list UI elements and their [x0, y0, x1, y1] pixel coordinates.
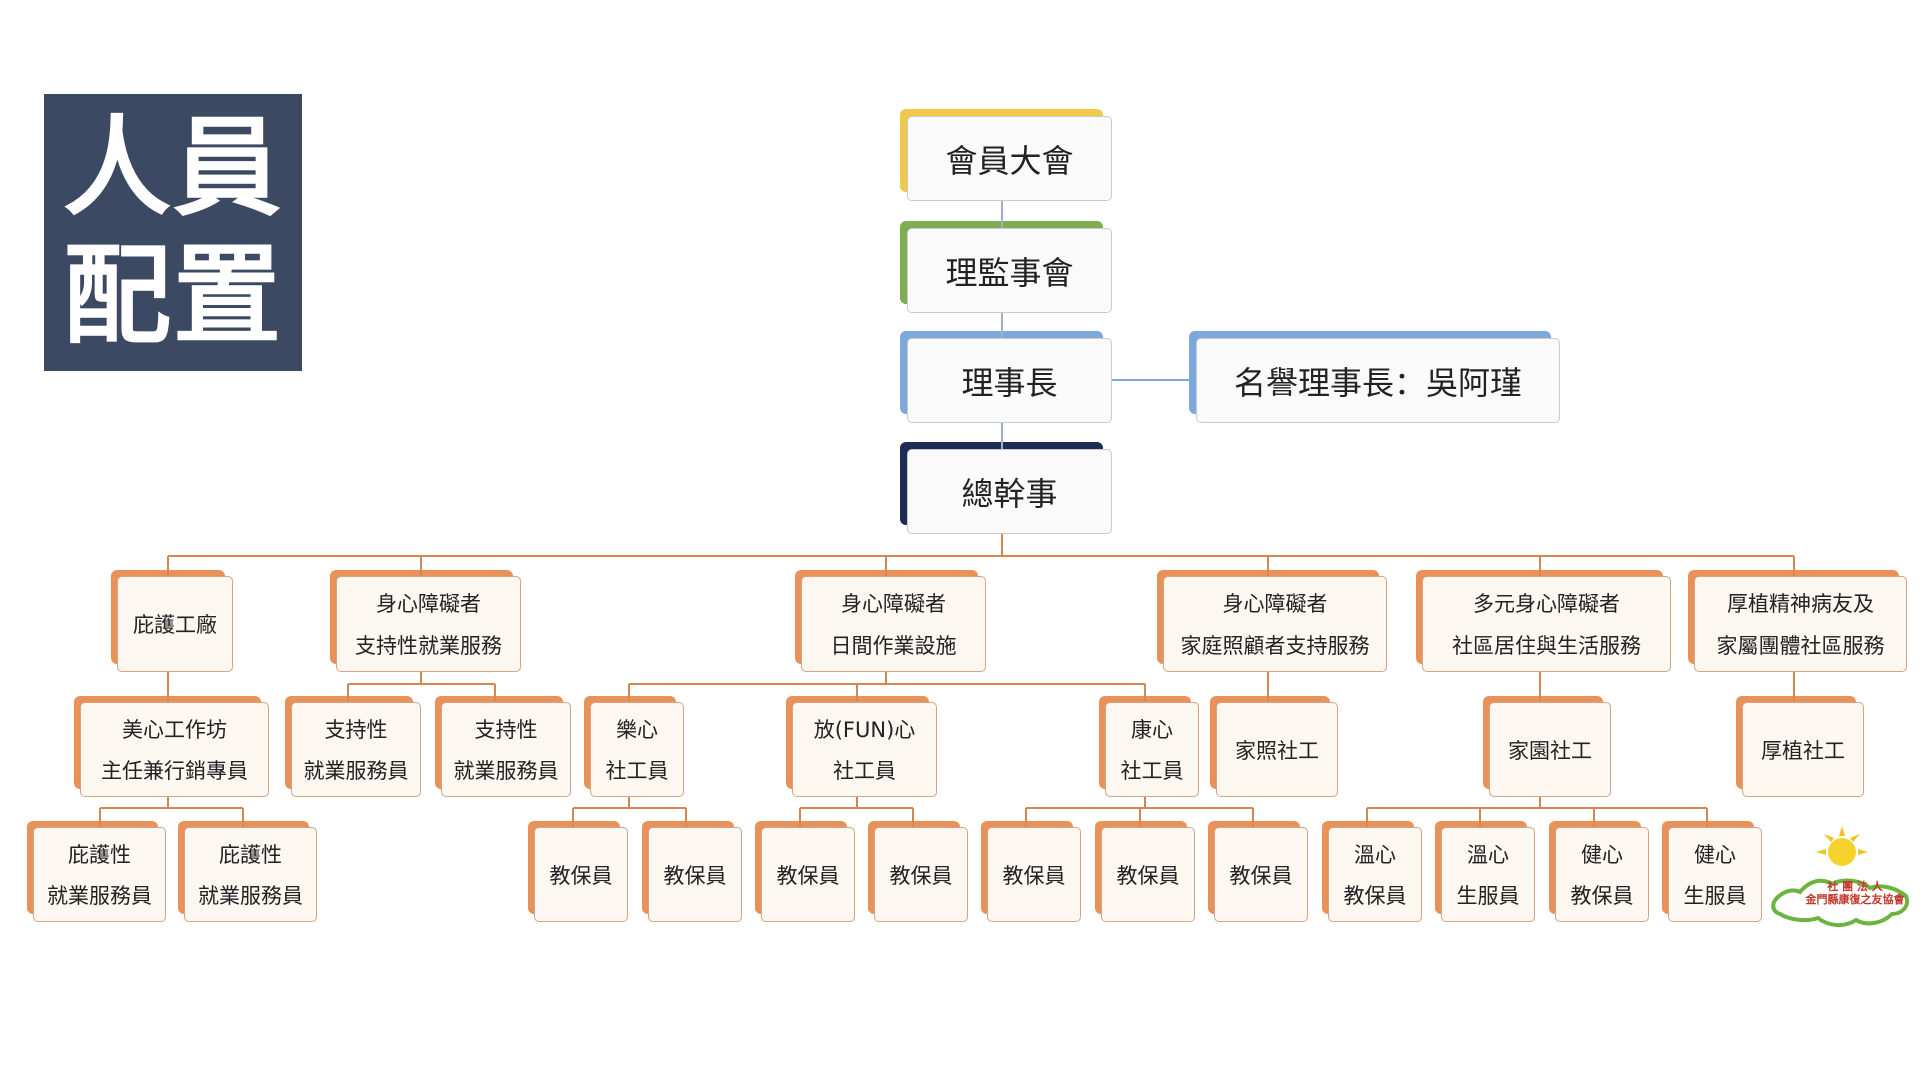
staff-label: 教保員: [663, 863, 727, 888]
staff-sheltered-employment-2: 庇護性 就業服務員: [178, 821, 317, 922]
unit-day-activity: 身心障礙者 日間作業設施: [795, 570, 986, 672]
staff-jianxin-life-service: 健心 生服員: [1662, 821, 1762, 922]
staff-kangxin-social-worker: 康心 社工員: [1099, 696, 1199, 797]
unit-family-caregiver: 身心障礙者 家庭照顧者支持服務: [1157, 570, 1387, 672]
unit-label: 家庭照顧者支持服務: [1180, 633, 1370, 658]
honorary-chair-node: 名譽理事長：吳阿瑾: [1189, 331, 1560, 423]
staff-wenxin-educator: 溫心 教保員: [1322, 821, 1422, 922]
island-outline-icon: [1771, 878, 1909, 927]
unit-label: 日間作業設施: [830, 633, 957, 658]
staff-educator-4: 教保員: [868, 821, 968, 922]
association-logo: [1771, 826, 1909, 927]
staff-educator-2: 教保員: [642, 821, 742, 922]
staff-home-social-worker: 家園社工: [1483, 696, 1611, 797]
staff-label: 就業服務員: [453, 759, 559, 783]
unit-label: 社區居住與生活服務: [1452, 633, 1641, 658]
secretary-general-node: 總幹事: [900, 442, 1112, 534]
sun-icon: [1816, 826, 1868, 866]
staff-label: 健心: [1581, 843, 1623, 867]
staff-label: 生服員: [1456, 884, 1520, 908]
staff-label: 就業服務員: [303, 759, 409, 783]
chairperson-label: 理事長: [961, 363, 1058, 402]
staff-educator-1: 教保員: [528, 821, 628, 922]
staff-educator-6: 教保員: [1095, 821, 1195, 922]
staff-label: 教保員: [1002, 863, 1066, 888]
staff-label: 社工員: [605, 759, 669, 783]
staff-label: 教保員: [1229, 863, 1293, 888]
unit-sheltered-workshop: 庇護工廠: [111, 570, 233, 672]
staff-wenxin-life-service: 溫心 生服員: [1435, 821, 1535, 922]
staff-jianxin-educator: 健心 教保員: [1549, 821, 1649, 922]
staff-label: 生服員: [1683, 884, 1747, 908]
staff-supported-employment-1: 支持性 就業服務員: [285, 696, 421, 797]
staff-label: 厚植社工: [1761, 738, 1845, 763]
unit-label: 身心障礙者: [841, 592, 946, 617]
staff-label: 放(FUN)心: [813, 718, 916, 742]
logo-line-1: 社 團 法 人: [1827, 880, 1883, 893]
staff-educator-3: 教保員: [755, 821, 855, 922]
staff-label: 就業服務員: [198, 884, 303, 908]
staff-label: 家照社工: [1235, 738, 1319, 763]
honorary-chair-label: 名譽理事長：吳阿瑾: [1233, 363, 1522, 402]
members-assembly-node: 會員大會: [900, 109, 1112, 201]
staff-label: 溫心: [1467, 843, 1509, 867]
staff-label: 就業服務員: [47, 884, 152, 908]
staff-label: 社工員: [833, 759, 896, 783]
staff-label: 教保員: [1343, 884, 1407, 908]
logo-line-2: 金門縣康復之友協會: [1805, 893, 1905, 906]
staff-educator-5: 教保員: [981, 821, 1081, 922]
staff-label: 教保員: [889, 863, 953, 888]
association-logo-text: 社 團 法 人 金門縣康復之友協會: [1800, 880, 1910, 906]
unit-community-living: 多元身心障礙者 社區居住與生活服務: [1416, 570, 1671, 672]
staff-fangxin-social-worker: 放(FUN)心 社工員: [786, 696, 937, 797]
staff-label: 支持性: [324, 718, 388, 742]
staff-label: 教保員: [549, 863, 613, 888]
staff-label: 庇護性: [219, 843, 282, 867]
staff-label: 支持性: [474, 718, 538, 742]
staff-label: 樂心: [616, 718, 658, 742]
unit-label: 多元身心障礙者: [1473, 592, 1620, 617]
staff-sheltered-employment-1: 庇護性 就業服務員: [27, 821, 166, 922]
staff-label: 教保員: [1570, 884, 1634, 908]
staff-label: 溫心: [1354, 843, 1396, 867]
board-node: 理監事會: [900, 221, 1112, 313]
unit-label: 支持性就業服務: [355, 633, 502, 658]
staff-supported-employment-2: 支持性 就業服務員: [435, 696, 571, 797]
board-label: 理監事會: [945, 253, 1074, 292]
staff-label: 美心工作坊: [122, 718, 227, 742]
staff-workshop-director: 美心工作坊 主任兼行銷專員: [74, 696, 269, 797]
unit-supported-employment: 身心障礙者 支持性就業服務: [330, 570, 521, 672]
unit-label: 厚植精神病友及: [1727, 592, 1874, 617]
secretary-general-label: 總幹事: [961, 474, 1058, 513]
title-line-2: 配置: [62, 233, 283, 359]
staff-label: 主任兼行銷專員: [101, 759, 248, 783]
unit-label: 身心障礙者: [376, 592, 481, 617]
chairperson-node: 理事長: [900, 331, 1112, 423]
members-assembly-label: 會員大會: [945, 141, 1074, 180]
unit-mental-health-community: 厚植精神病友及 家屬團體社區服務: [1688, 570, 1907, 672]
staff-label: 家園社工: [1508, 738, 1592, 763]
title-line-1: 人員: [62, 105, 283, 231]
staff-label: 教保員: [776, 863, 840, 888]
staff-educator-7: 教保員: [1208, 821, 1308, 922]
staff-lexin-social-worker: 樂心 社工員: [584, 696, 684, 797]
unit-label: 家屬團體社區服務: [1716, 633, 1885, 658]
staff-label: 庇護性: [68, 843, 131, 867]
unit-label: 庇護工廠: [133, 613, 217, 637]
staff-houzhi-social-worker: 厚植社工: [1736, 696, 1864, 797]
unit-label: 身心障礙者: [1222, 592, 1328, 617]
staff-label: 康心: [1131, 718, 1173, 742]
staff-label: 教保員: [1116, 863, 1180, 888]
page-title: 人員 配置: [44, 94, 302, 371]
staff-label: 社工員: [1120, 759, 1184, 783]
staff-family-care-social-worker: 家照社工: [1210, 696, 1338, 797]
staff-label: 健心: [1694, 843, 1736, 867]
